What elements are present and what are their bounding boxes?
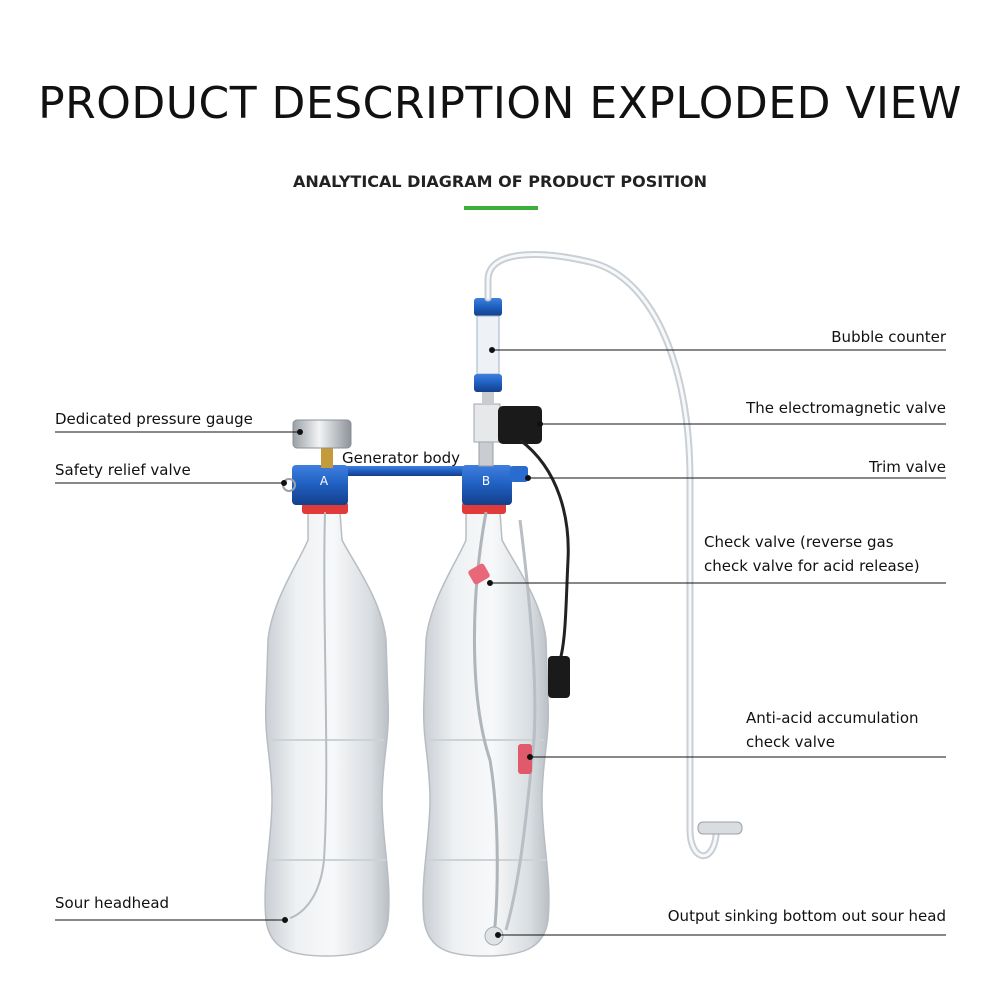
manifold-block-a — [292, 465, 348, 505]
bubble-counter-top-cap — [474, 298, 502, 316]
label-trim-valve: Trim valve — [868, 458, 946, 476]
power-cable — [519, 438, 570, 661]
gauge-stem — [321, 448, 333, 468]
label-safety-relief-valve: Safety relief valve — [55, 461, 191, 479]
label-anti-acid-line1: Anti-acid accumulation — [746, 709, 919, 727]
label-check-valve-line1: Check valve (reverse gas — [704, 533, 894, 551]
label-sour-head: Sour headhead — [55, 894, 170, 912]
diffuser — [697, 821, 743, 835]
label-anti-acid-line2: check valve — [746, 733, 836, 751]
bubble-counter-stem — [482, 392, 494, 404]
page-subtitle: ANALYTICAL DIAGRAM OF PRODUCT POSITION — [292, 172, 708, 191]
column-fitting — [478, 439, 494, 467]
leader-lines — [55, 347, 946, 938]
bottle-a-inner-tube — [289, 511, 328, 919]
label-anti-acid-check-valve: Anti-acid accumulation check valve — [746, 706, 956, 754]
label-output-sinking: Output sinking bottom out sour head — [667, 907, 946, 925]
anti-acid-check-valve-red — [518, 744, 532, 774]
pressure-gauge — [292, 419, 352, 449]
trim-valve-knob — [510, 466, 528, 482]
bottle-b-marking: B — [481, 474, 491, 488]
generator-body-bar — [330, 466, 480, 476]
bottle-a-marking: A — [319, 474, 329, 488]
label-bubble-counter: Bubble counter — [831, 328, 946, 346]
title-accent-bar — [464, 206, 538, 210]
bubble-counter — [476, 315, 500, 375]
check-valve-red — [468, 563, 490, 585]
manifold-block-b — [462, 465, 512, 505]
bubble-counter-bottom-cap — [474, 374, 502, 392]
label-electromagnetic-valve: The electromagnetic valve — [746, 399, 946, 417]
label-check-valve-line2: check valve for acid release) — [704, 557, 920, 575]
label-generator-body: Generator body — [342, 449, 461, 467]
bottle-b — [422, 502, 550, 957]
valve-body — [473, 403, 501, 443]
power-connector — [548, 656, 570, 698]
electromagnetic-valve — [498, 406, 542, 444]
label-check-valve: Check valve (reverse gas check valve for… — [704, 530, 954, 578]
page-title: PRODUCT DESCRIPTION EXPLODED VIEW — [38, 78, 962, 129]
label-pressure-gauge: Dedicated pressure gauge — [55, 410, 253, 428]
